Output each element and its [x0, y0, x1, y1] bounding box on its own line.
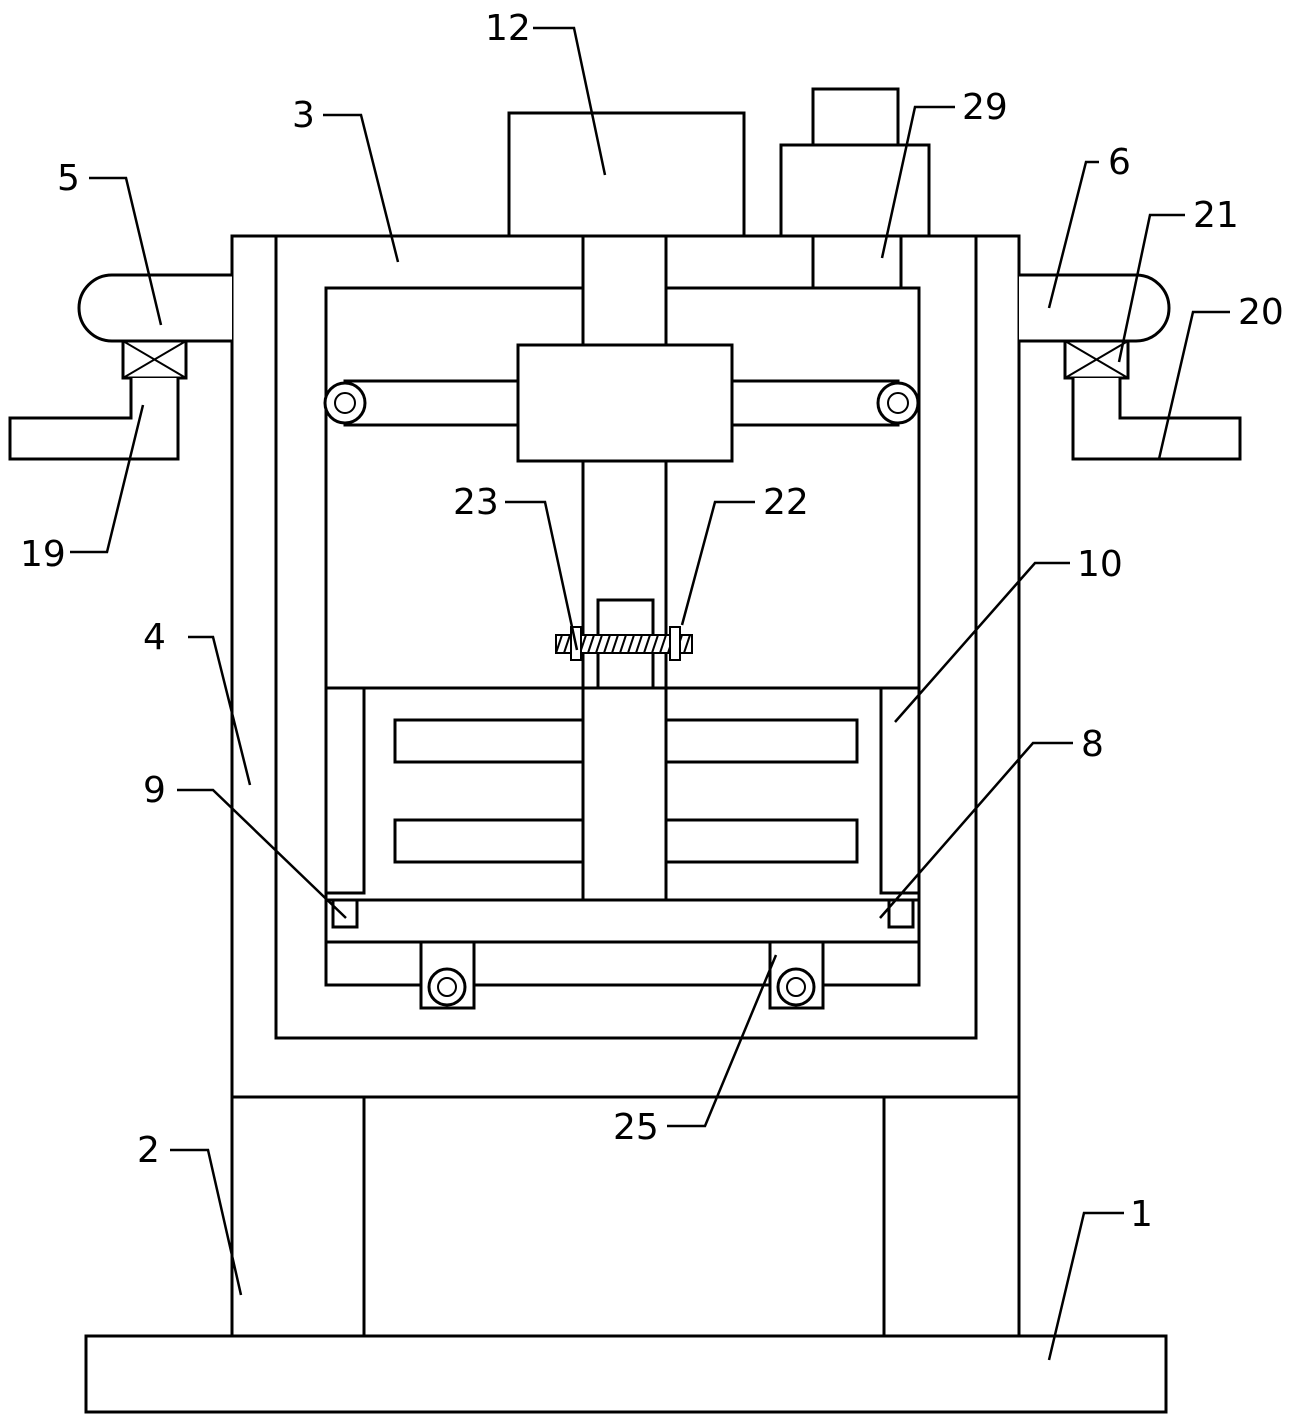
motor-cap — [811, 87, 900, 147]
motor-body — [779, 143, 931, 238]
right-outlet-pipe — [1071, 378, 1242, 461]
support-leg-right — [882, 1095, 1021, 1338]
base-plate — [84, 1334, 1168, 1414]
label-3: 3 — [292, 95, 315, 136]
tray-side-right — [879, 686, 921, 895]
left-foot — [331, 898, 359, 929]
motor-shaft-housing — [811, 234, 903, 290]
bottom-plate — [324, 898, 921, 944]
label-5: 5 — [57, 158, 80, 199]
nut-right — [669, 626, 681, 661]
label-25: 25 — [613, 1107, 659, 1148]
label-4: 4 — [143, 617, 166, 658]
slider-block — [516, 343, 734, 463]
tray-side-left — [324, 686, 366, 895]
label-10: 10 — [1077, 544, 1123, 585]
label-22: 22 — [763, 482, 809, 523]
label-9: 9 — [143, 770, 166, 811]
label-20: 20 — [1238, 292, 1284, 333]
label-29: 29 — [962, 87, 1008, 128]
left-outlet-pipe — [8, 378, 180, 461]
label-23: 23 — [453, 482, 499, 523]
leader-lines — [70, 26, 1230, 1361]
label-19: 19 — [20, 534, 66, 575]
label-12: 12 — [485, 8, 531, 49]
label-6: 6 — [1108, 142, 1131, 183]
label-2: 2 — [137, 1130, 160, 1171]
support-leg-left — [230, 1095, 366, 1338]
label-21: 21 — [1193, 195, 1239, 236]
right-pipe — [1019, 273, 1171, 343]
label-8: 8 — [1081, 724, 1104, 765]
top-motor — [507, 111, 746, 238]
left-pipe — [77, 273, 232, 343]
stirring-hub — [581, 686, 668, 916]
label-1: 1 — [1130, 1194, 1153, 1235]
